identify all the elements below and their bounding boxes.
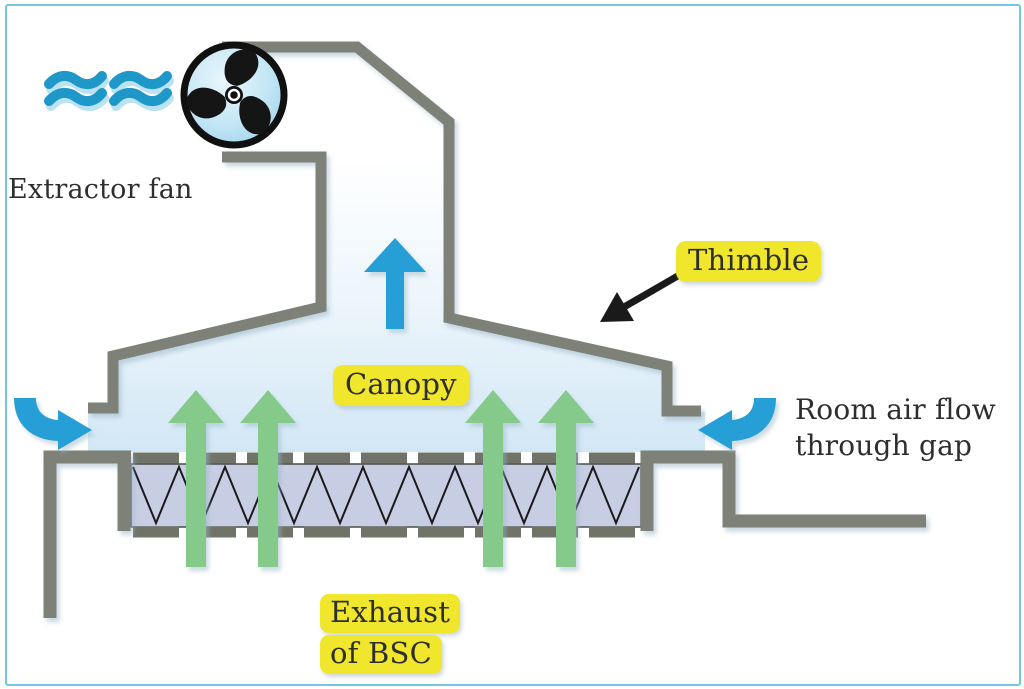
extractor-fan-icon <box>180 41 288 149</box>
exhaust-line1: Exhaust <box>320 594 461 633</box>
room-air-flow-line2: through gap <box>795 429 973 462</box>
extractor-fan-label: Extractor fan <box>8 174 193 205</box>
bsc-exhaust-up-arrow-icon <box>168 390 594 567</box>
bsc-cabinet <box>43 450 926 618</box>
cabinet-right-wall <box>640 450 926 531</box>
room-air-flow-line1: Room air flow <box>795 393 996 426</box>
room-air-inflow-left-arrow-icon <box>14 398 92 450</box>
exhaust-of-bsc-label: Exhaust of BSC <box>320 594 461 674</box>
filter-pleats <box>132 464 640 526</box>
exhaust-line2: of BSC <box>320 635 442 674</box>
duct-flow-up-arrow-icon <box>364 238 426 329</box>
thimble-label: Thimble <box>676 241 822 282</box>
duct-inner-wall <box>88 151 327 414</box>
duct-walls <box>88 41 701 417</box>
room-air-inflow-right-arrow-icon <box>698 398 776 450</box>
air-flow-waves-icon <box>44 70 174 112</box>
duct-outer-wall <box>222 41 701 417</box>
canopy-label: Canopy <box>333 365 469 406</box>
room-air-flow-label: Room air flow through gap <box>795 392 996 464</box>
cabinet-left-wall <box>43 450 131 618</box>
